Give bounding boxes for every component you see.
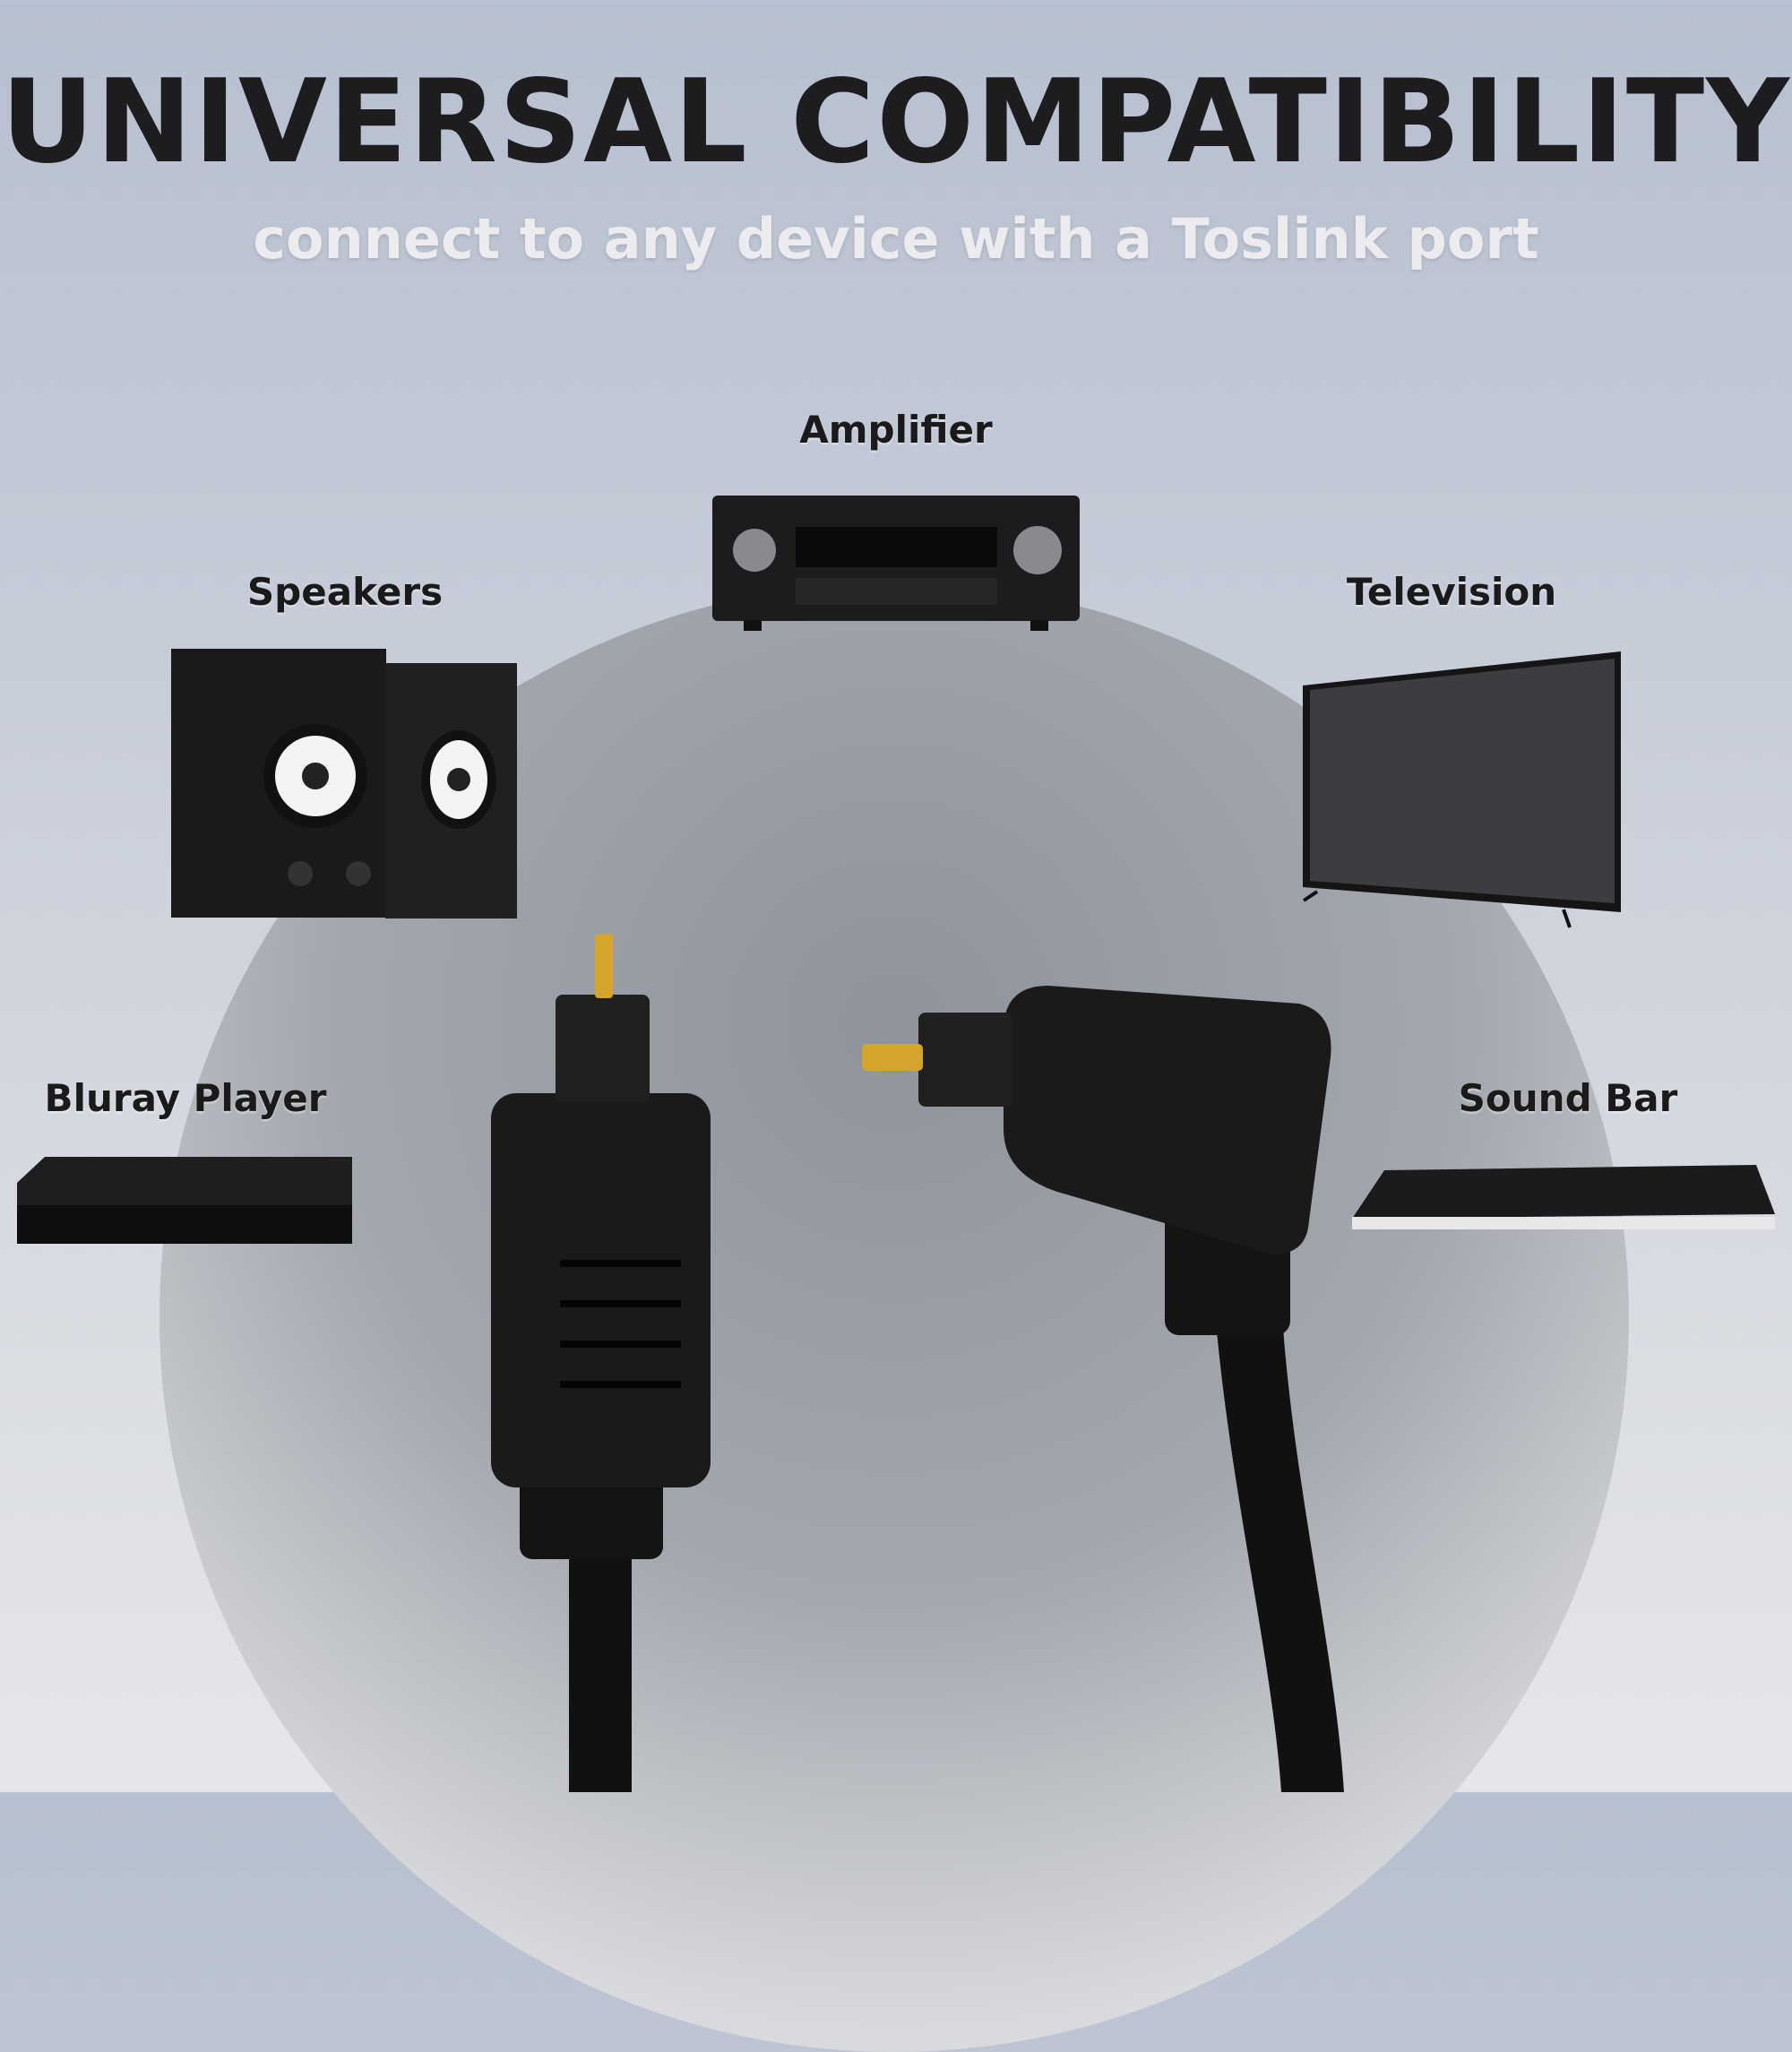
bluray-player-icon	[17, 1157, 352, 1244]
television-icon	[1302, 651, 1621, 928]
page-title: UNIVERSAL COMPATIBILITY	[1, 56, 1791, 189]
page-subtitle: connect to any device with a Toslink por…	[253, 206, 1539, 272]
speakers-icon	[171, 649, 517, 918]
product-art	[17, 496, 1775, 1792]
straight-toslink-plug	[491, 934, 711, 1792]
label-speakers: Speakers	[246, 570, 444, 614]
label-sound-bar: Sound Bar	[1458, 1076, 1678, 1120]
label-bluray-player: Bluray Player	[44, 1076, 327, 1120]
label-television: Television	[1346, 570, 1557, 614]
angled-toslink-plug	[862, 986, 1344, 1792]
label-amplifier: Amplifier	[799, 408, 993, 452]
sound-bar-icon	[1352, 1165, 1775, 1229]
amplifier-icon	[712, 496, 1080, 631]
